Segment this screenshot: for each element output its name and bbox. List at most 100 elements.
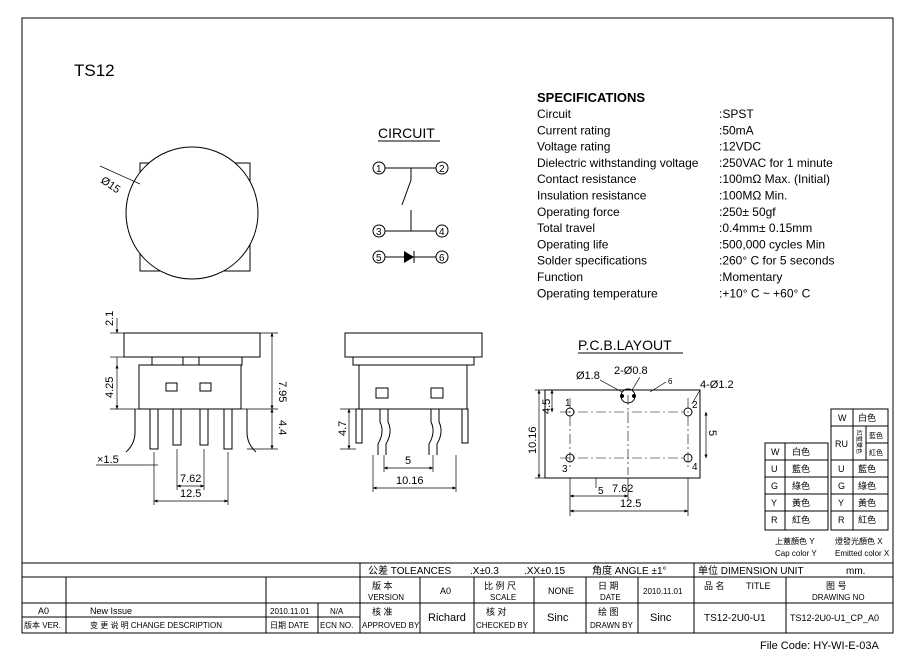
spec-value: :50mA: [719, 123, 754, 137]
pcb-dim-208: 2-Ø0.8: [614, 365, 648, 377]
check-en: CHECKED BY: [476, 621, 529, 630]
pcb-dim-5-bottom: 5: [598, 486, 604, 497]
rev-ver: A0: [38, 606, 49, 616]
tol-label: 公差 TOLEANCES: [368, 564, 451, 577]
pcb-hole-label-2: 2: [692, 400, 698, 411]
emit-code-ru: RU: [835, 439, 848, 449]
pcb-hole-label-1: 1: [565, 398, 571, 409]
pcb-hole-3: [565, 453, 575, 463]
pcb-hole-label-4: 4: [692, 462, 698, 473]
tol-x: .X±0.3: [470, 566, 499, 577]
cap-caption-cn: 上蓋顏色 Y: [775, 536, 815, 546]
spec-heading: SPECIFICATIONS: [537, 90, 645, 105]
cap-name-r: 紅色: [792, 514, 810, 525]
spec-value: :0.4mm± 0.15mm: [719, 221, 812, 235]
check-val: Sinc: [547, 612, 569, 624]
dim-pin-dia: ×1.5: [97, 454, 119, 466]
pcb-dim-412: 4-Ø1.2: [700, 379, 734, 391]
dim-12-5: 12.5: [180, 488, 201, 500]
pcb-layout: P.C.B.LAYOUT 1 2 3 4 Ø1.8 2-Ø0.8 6 4-Ø1.…: [527, 337, 734, 516]
title-cn: 品 名: [704, 580, 725, 591]
emit-caption-en: Emitted color X: [835, 549, 890, 558]
dim-7-95: 7.95: [276, 381, 288, 402]
emit-name-g: 綠色: [858, 480, 876, 491]
pin-6: 6: [439, 253, 445, 264]
pin-1: 1: [376, 164, 382, 175]
scale-val: NONE: [548, 586, 574, 596]
dim-4-4: 4.4: [276, 420, 288, 435]
pcb-hole-2: [683, 407, 693, 417]
drawn-val: Sinc: [650, 612, 672, 624]
drawn-en: DRAWN BY: [590, 621, 633, 630]
version-val: A0: [440, 586, 451, 596]
emit-code-g: G: [838, 481, 845, 491]
tol-xx: .XX±0.15: [524, 566, 566, 577]
emit-code-r: R: [838, 515, 845, 525]
spec-label: Operating force: [537, 205, 620, 219]
hdr-date: 日期 DATE: [270, 621, 309, 630]
rev-date: 2010.11.01: [270, 607, 310, 616]
spec-value: :100mΩ Max. (Initial): [719, 172, 830, 186]
cap-code-y: Y: [771, 498, 777, 508]
emit-code-w: W: [838, 413, 847, 423]
hdr-ecn: ECN NO.: [320, 621, 353, 630]
pcb-hole-4: [683, 453, 693, 463]
scale-cn: 比 例 尺: [484, 580, 516, 591]
led-icon: [404, 251, 414, 263]
pcb-heading: P.C.B.LAYOUT: [578, 337, 672, 353]
cap-code-r: R: [771, 515, 778, 525]
spec-value: :250± 50gf: [719, 205, 776, 219]
approve-en: APPROVED BY: [362, 621, 420, 630]
pin-2: 2: [439, 164, 445, 175]
dim-10-16: 10.16: [396, 475, 424, 487]
title-val: TS12-2U0-U1: [704, 613, 766, 624]
cap-caption-en: Cap color Y: [775, 549, 817, 558]
part-title: TS12: [74, 61, 115, 80]
angle-tol: 角度 ANGLE ±1°: [592, 564, 667, 577]
drawing-en: DRAWING NO: [812, 593, 865, 602]
cap-code-g: G: [771, 481, 778, 491]
circuit-diagram: CIRCUIT 1 2 3 4 5 6: [372, 125, 449, 264]
spec-label: Circuit: [537, 107, 572, 121]
date-cn: 日 期: [598, 581, 619, 591]
dim-2-1: 2.1: [104, 311, 116, 326]
cap-diameter-label: Ø15: [98, 175, 122, 197]
spec-value: :Momentary: [719, 270, 782, 284]
emitted-color-table: W 白色 RU 紅藍雙色 藍色 紅色 U 藍色 G 綠色 Y 黃色 R 紅色 燈…: [830, 408, 890, 558]
rev-ecn: N/A: [330, 607, 344, 616]
pcb-dim-d18: Ø1.8: [576, 370, 600, 382]
rev-desc: New Issue: [90, 606, 132, 616]
cap-code-u: U: [771, 464, 778, 474]
spec-value: :250VAC for 1 minute: [719, 156, 833, 170]
pcb-hole-label-3: 3: [562, 464, 568, 475]
pcb-dim-12-5: 12.5: [620, 498, 641, 510]
dim-4-7: 4.7: [337, 421, 349, 436]
emit-name-u: 藍色: [858, 463, 876, 474]
date-val: 2010.11.01: [643, 587, 683, 596]
sheet-border: [21, 17, 894, 634]
spec-value: :500,000 cycles Min: [719, 237, 825, 251]
spec-value: :12VDC: [719, 140, 761, 154]
cap-name-w: 白色: [792, 446, 810, 457]
emit-name-y: 黃色: [858, 497, 876, 508]
spec-label: Operating life: [537, 237, 609, 251]
pcb-dim-7-62: 7.62: [612, 483, 633, 495]
title-block: 公差 TOLEANCES .X±0.3 .XX±0.15 角度 ANGLE ±1…: [22, 562, 893, 633]
spec-label: Function: [537, 270, 583, 284]
emit-ru-red: 紅色: [869, 448, 883, 457]
hdr-desc: 变 更 说 明 CHANGE DESCRIPTION: [90, 620, 222, 630]
scale-en: SCALE: [490, 593, 516, 602]
top-view: Ø15: [98, 146, 259, 280]
spec-value: :+10° C ~ +60° C: [719, 286, 811, 300]
cap-name-g: 綠色: [792, 480, 810, 491]
dim-4-25: 4.25: [104, 377, 116, 398]
spec-label: Operating temperature: [537, 286, 658, 300]
spec-label: Contact resistance: [537, 172, 637, 186]
file-code: File Code: HY-WI-E-03A: [760, 640, 879, 652]
drawing-val: TS12-2U0-U1_CP_A0: [790, 613, 879, 623]
drawing-cn: 图 号: [826, 581, 847, 591]
emit-code-y: Y: [838, 498, 844, 508]
cap-code-w: W: [771, 447, 780, 457]
spec-value: :SPST: [719, 107, 754, 121]
